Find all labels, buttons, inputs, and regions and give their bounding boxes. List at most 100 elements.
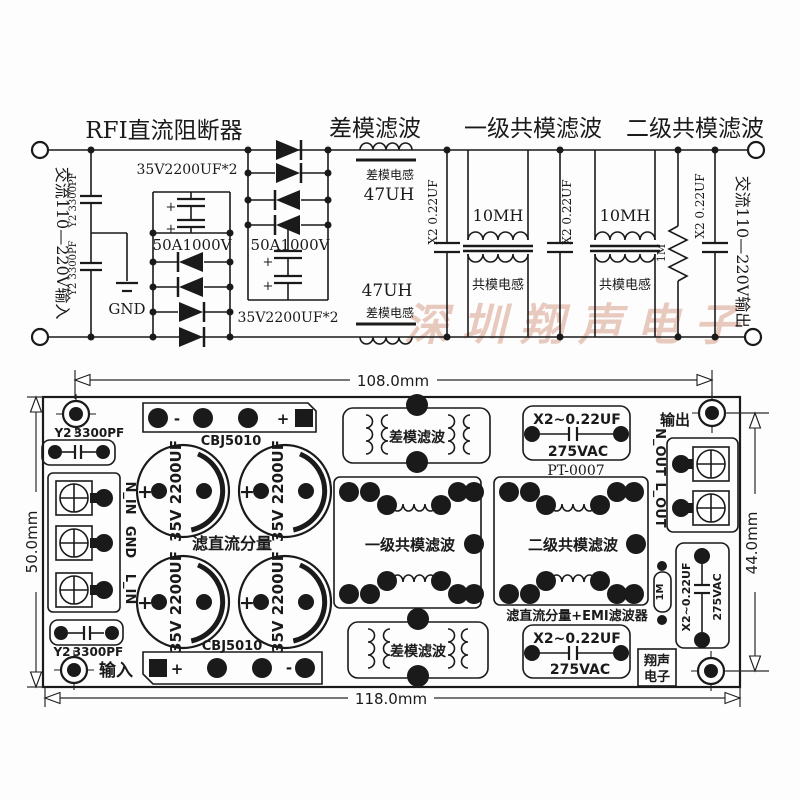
plus-mark: + xyxy=(277,410,290,428)
cm-inductor-label: 共模电感 xyxy=(599,277,651,293)
coil-icon xyxy=(462,414,471,455)
input-terminal-bottom xyxy=(30,327,50,347)
output-terminal-top xyxy=(746,140,766,160)
output-label: 输出 xyxy=(660,411,690,429)
bridge-rectifier-bottom: + - CBJ5010 xyxy=(142,639,323,685)
input-terminal-top xyxy=(30,140,50,160)
emi-filter-label: 滤直流分量+EMI滤波器 xyxy=(506,608,649,624)
minus-mark: - xyxy=(174,410,180,428)
cap-plus-sign: + xyxy=(166,222,177,237)
bleed-resistor: 1M xyxy=(655,146,689,341)
dm-inductors: 差模电感 47UH 47UH 差模电感 xyxy=(356,142,416,345)
x2-cap-value: X2 0.22UF xyxy=(560,179,574,244)
x2-voltage: 275VAC xyxy=(550,662,610,678)
x2-value: X2~0.22UF xyxy=(533,412,621,428)
maker-logo: 翔声 电子 xyxy=(637,648,677,687)
dm-filter-block-bottom: 差模滤波 xyxy=(347,608,489,687)
coil-icon xyxy=(380,414,389,455)
dim-top-value: 108.0mm xyxy=(357,372,429,390)
bridge-diode-value: 50A1000V xyxy=(153,236,233,254)
coil-icon xyxy=(460,628,469,669)
mounting-hole-icon xyxy=(689,649,733,693)
ac-input-label: 交流110—220V输入 xyxy=(53,167,72,320)
cm-inductor-label: 共模电感 xyxy=(472,277,524,293)
cap-plus-mark: + xyxy=(239,481,255,503)
dc-filter-label: 滤直流分量 xyxy=(192,534,272,553)
electrolytic-cap: + 35V 2200UF xyxy=(135,551,231,653)
output-terminal-bottom xyxy=(743,327,763,347)
electrolytic-cap: + 35V 2200UF xyxy=(135,440,231,542)
y2-ref: Y2 xyxy=(52,645,70,659)
minus-mark: - xyxy=(286,659,292,677)
coil-icon xyxy=(365,414,374,455)
x2-cap-2: X2 0.22UF xyxy=(547,146,574,341)
x2-value: X2~0.22UF xyxy=(680,563,693,632)
dm-filter-label: 差模滤波 xyxy=(389,429,446,446)
cm-choke-1: 10MH 共模电感 xyxy=(463,150,533,337)
board-outline xyxy=(41,395,742,689)
logo-line-2: 电子 xyxy=(644,669,670,685)
bleed-resistor-pcb: 1M xyxy=(653,561,672,625)
cm-filter-block-1: 一级共模滤波 xyxy=(333,476,484,609)
cap-plus-mark: + xyxy=(137,592,153,614)
cap-bank-value: 35V2200UF*2 xyxy=(137,162,238,178)
cap-value: 35V 2200UF xyxy=(167,440,185,542)
screw-terminal-icon xyxy=(692,446,730,482)
screw-terminal-icon xyxy=(55,525,93,561)
y2-ref: Y2 xyxy=(53,426,71,440)
dm-inductor-label: 差模电感 xyxy=(366,305,414,320)
dm-filter-block-top: 差模滤波 xyxy=(342,394,491,473)
x2-voltage: 275VAC xyxy=(711,573,724,620)
cap-plus-mark: + xyxy=(239,592,255,614)
dc-blocker-1: + + 35V2200UF*2 50A1000V xyxy=(137,162,238,349)
coil-icon xyxy=(447,628,456,669)
pcb-layout: 108.0mm 118.0mm 50.0mm 44.0mm Y2 3300PF xyxy=(23,370,769,708)
watermark-text: 深圳翔声电子 xyxy=(404,300,752,351)
l-out-label: L_OUT xyxy=(652,482,667,527)
cap-plus-mark: + xyxy=(137,481,153,503)
y2-value: 3300PF xyxy=(73,645,123,659)
y2-value: 3300PF xyxy=(74,426,124,440)
electrolytic-cap: + 35V 2200UF xyxy=(237,551,333,653)
dm-inductance-value: 47UH xyxy=(364,185,415,205)
dimension-lines: 108.0mm 118.0mm 50.0mm 44.0mm xyxy=(23,370,769,708)
coil-icon xyxy=(550,503,596,512)
coil-icon xyxy=(382,628,391,669)
schematic: 深圳翔声电子 RFI直流阻断器 差模滤波 一级共模滤波 二级共模滤波 交流110… xyxy=(30,116,766,351)
bleed-resistor-value: 1M xyxy=(655,244,668,262)
cm-filter-block-2: 二级共模滤波 xyxy=(493,476,649,606)
y2-cap-branch: Y2 3300PF Y2 3300PF GND xyxy=(68,146,146,341)
logo-line-1: 翔声 xyxy=(643,653,670,669)
x2-cap-value: X2 0.22UF xyxy=(693,173,707,238)
x2-cap-3: X2 0.22UF xyxy=(693,146,728,341)
gnd-label: GND xyxy=(108,300,145,318)
cap-plus-sign: + xyxy=(166,200,177,215)
l-in-label: L_IN xyxy=(122,574,137,605)
x2-voltage: 275VAC xyxy=(548,444,608,460)
cap-plus-sign: + xyxy=(263,255,274,270)
x2-box-top: X2~0.22UF 275VAC xyxy=(522,405,631,461)
cap-value: 35V 2200UF xyxy=(167,551,185,653)
title-cm-stage1: 一级共模滤波 xyxy=(464,116,602,142)
cap-bank-value: 35V2200UF*2 xyxy=(238,310,339,326)
cm-choke-2: 10MH 共模电感 xyxy=(590,150,660,337)
y2-cap-bottom: Y2 3300PF xyxy=(49,619,124,659)
inductor-icon xyxy=(359,142,413,151)
bridge-ref: CBJ5010 xyxy=(201,434,261,449)
cm-inductance-value: 10MH xyxy=(473,206,524,225)
x2-box-bottom: X2~0.22UF 275VAC xyxy=(522,624,631,679)
x2-box-right: X2~0.22UF 275VAC xyxy=(675,542,730,649)
dm-inductor-label: 差模电感 xyxy=(366,167,414,182)
x2-cap-1: X2 0.22UF xyxy=(426,146,460,341)
ac-rails xyxy=(30,140,766,347)
cm1-label: 一级共模滤波 xyxy=(365,536,456,554)
x2-cap-value: X2 0.22UF xyxy=(426,179,440,244)
resistor-icon xyxy=(667,225,689,282)
cap-plus-sign: + xyxy=(263,279,274,294)
gnd-in-label: GND xyxy=(122,526,137,559)
coil-icon xyxy=(391,574,437,583)
n-in-label: N_IN xyxy=(122,481,137,514)
ac-output-label: 交流110—220V输出 xyxy=(733,176,752,329)
